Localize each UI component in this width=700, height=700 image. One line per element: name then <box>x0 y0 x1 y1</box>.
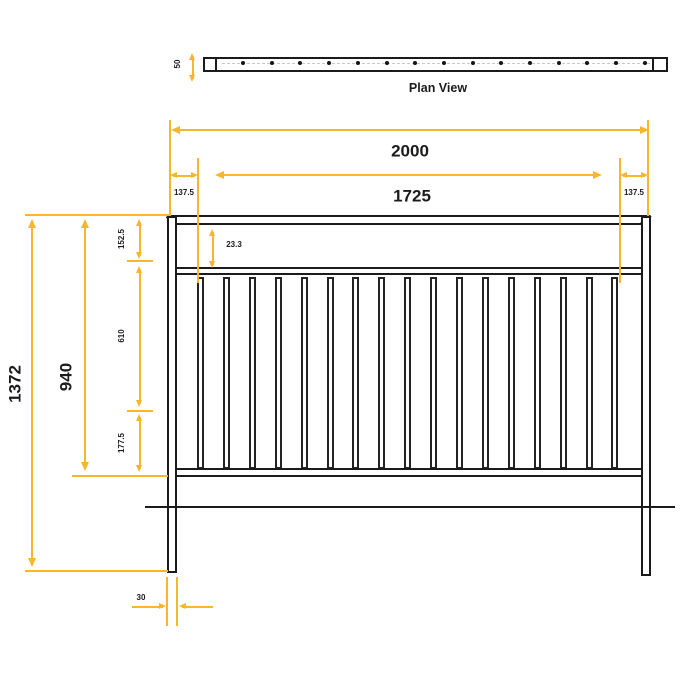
plan-view-caption: Plan View <box>408 80 468 95</box>
bottom-rail-bottom-line <box>176 475 642 477</box>
plan-rail-outline <box>203 57 668 72</box>
dim-arrow-bottom-section <box>135 414 145 472</box>
plan-screw-dot <box>528 61 532 65</box>
dim-arrow-rail-depth <box>188 53 198 82</box>
plan-screw-dot <box>642 61 647 65</box>
dim-arrow-top-rail-section <box>135 219 145 259</box>
fence-pale <box>404 277 412 469</box>
dim-arrow-post-width-left <box>129 602 166 612</box>
plan-centerline <box>222 63 650 64</box>
fence-pale <box>197 277 204 469</box>
ext-line-right-outer <box>647 120 649 216</box>
ext-line-post-right <box>176 577 178 626</box>
plan-screw-dot <box>499 61 504 65</box>
dim-arrow-rail-detail <box>208 229 218 268</box>
dim-label-rail-detail: 23.3 <box>226 240 242 249</box>
plan-screw-dot <box>327 61 332 65</box>
fence-pale <box>611 277 619 469</box>
dim-label-bottom-section: 177.5 <box>117 432 126 454</box>
right-post <box>641 216 651 576</box>
fence-pale <box>300 277 308 469</box>
dim-label-left-end-spacing: 137.5 <box>173 188 195 197</box>
dim-arrow-overall-width <box>171 125 649 135</box>
dim-arrow-left-end-spacing <box>170 171 198 181</box>
dim-label-pale-section: 610 <box>117 329 126 343</box>
dim-arrow-right-end-spacing <box>620 171 648 181</box>
plan-screw-dot <box>585 61 590 65</box>
fence-pale <box>507 277 515 469</box>
plan-screw-dot <box>384 61 389 65</box>
plan-screw-dot <box>355 61 360 65</box>
plan-right-end-cap <box>652 58 654 71</box>
dim-label-infill-width: 1725 <box>393 186 431 206</box>
plan-screw-dot <box>413 61 418 65</box>
plan-screw-dot <box>241 61 245 65</box>
top-rail-outer-edge <box>167 215 650 217</box>
dim-arrow-panel-height <box>80 219 90 471</box>
plan-screw-dot <box>269 61 274 65</box>
fence-pale <box>559 277 567 469</box>
fence-pale <box>585 277 593 469</box>
ext-line-panel-top <box>25 214 170 216</box>
ext-line-left-outer <box>169 120 171 216</box>
top-rail-bottom-line-2 <box>176 273 642 275</box>
dim-label-right-end-spacing: 137.5 <box>623 188 645 197</box>
ext-line-left-inner <box>197 158 199 283</box>
bottom-rail-top-line <box>176 468 642 470</box>
fence-pale <box>533 277 541 469</box>
dim-label-overall-width: 2000 <box>391 141 429 161</box>
dim-label-rail-depth: 50 <box>173 59 182 69</box>
dim-label-post-width: 30 <box>136 593 146 602</box>
fence-pale <box>430 277 438 469</box>
ext-line-panel-bottom <box>72 475 168 477</box>
plan-screw-dot <box>470 61 475 65</box>
ext-line-post-left <box>166 577 168 626</box>
dim-label-total-height: 1372 <box>5 365 25 403</box>
dim-arrow-total-height <box>27 219 37 567</box>
fence-pale <box>222 277 230 469</box>
ground-line <box>145 506 675 508</box>
plan-screw-dot <box>556 61 561 65</box>
dim-arrow-infill-width <box>215 170 602 180</box>
fence-pale <box>481 277 489 469</box>
fence-pale <box>456 277 463 469</box>
dim-arrow-pale-section <box>135 266 145 407</box>
fence-pale <box>248 277 256 469</box>
plan-screw-dot <box>614 61 619 65</box>
ext-tick-rail-to-pale <box>127 260 153 262</box>
fence-pale <box>274 277 282 469</box>
top-rail-inner-edge <box>176 223 642 225</box>
dim-arrow-post-width-right <box>179 602 216 612</box>
left-post <box>167 216 177 573</box>
plan-screw-dot <box>298 61 303 65</box>
plan-screw-dot <box>441 61 446 65</box>
fence-pale <box>326 277 334 469</box>
fence-pale <box>352 277 360 469</box>
top-rail-bottom-line-1 <box>176 267 642 269</box>
ext-tick-pale-to-bottom <box>127 410 153 412</box>
dim-label-panel-height: 940 <box>56 362 76 392</box>
dim-label-top-rail-section: 152.5 <box>117 228 126 250</box>
plan-left-end-cap <box>215 58 217 71</box>
fence-pale <box>378 277 386 469</box>
ext-line-post-bottom <box>25 570 168 572</box>
ext-line-right-inner <box>619 158 621 283</box>
